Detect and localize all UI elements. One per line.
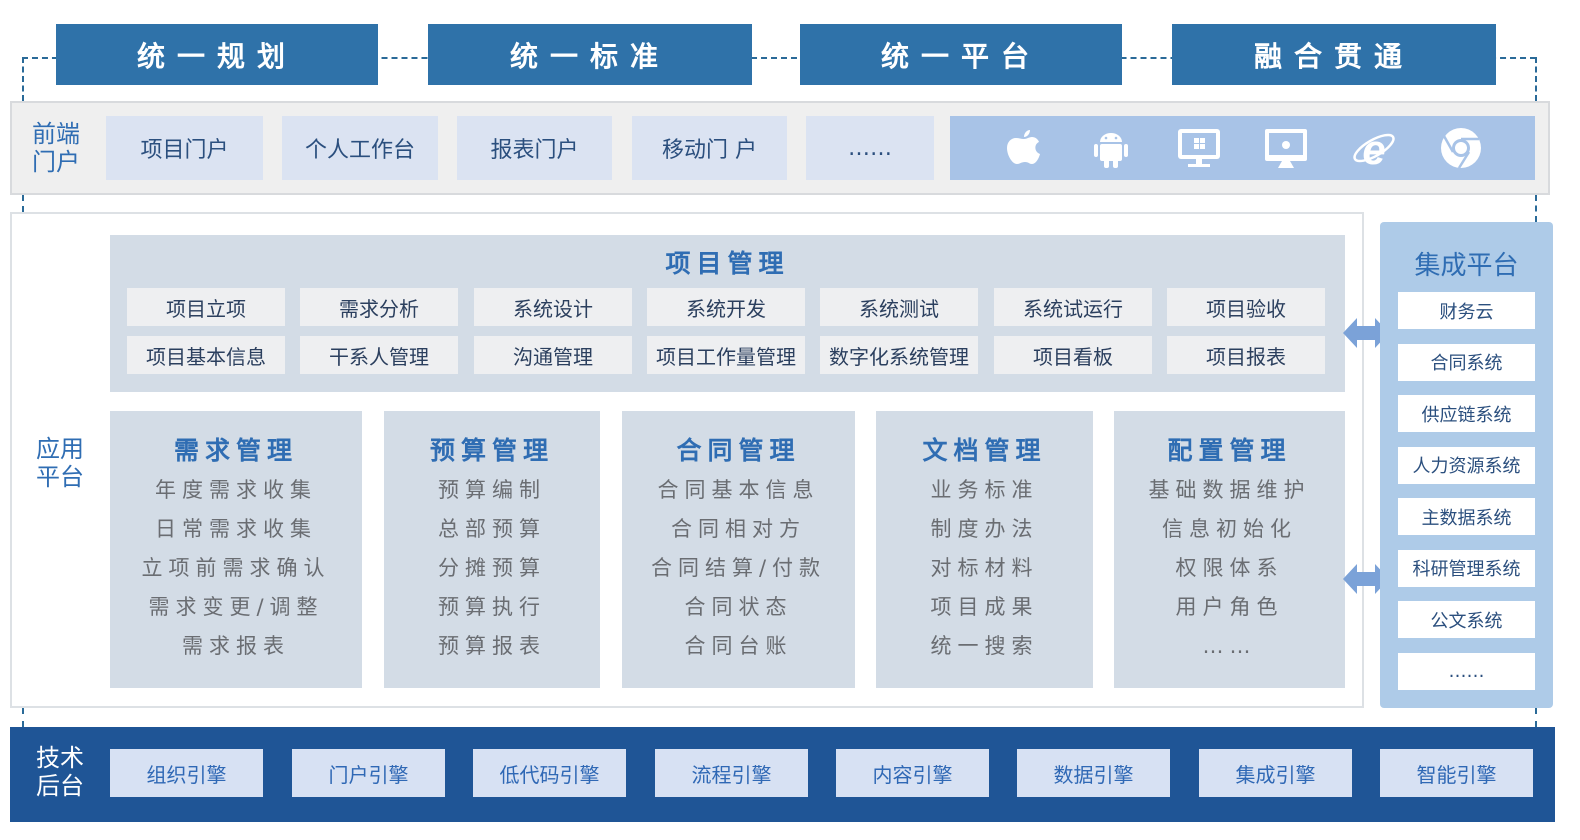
engine-item: 智能引擎 [1380,749,1533,797]
module-feature: 业务标准 [930,478,1039,502]
integration-system: 供应链系统 [1398,395,1535,432]
frontend-label: 前端门户 [32,120,80,176]
module-card: 预算管理预算编制总部预算分摊预算预算执行预算报表 [384,411,600,688]
platform-icon-bar: e [950,116,1535,180]
module-feature: 总部预算 [438,517,546,541]
module-feature: 立项前需求确认 [141,556,331,580]
module-feature: 合同状态 [684,595,793,619]
module-feature: 合同台账 [684,634,793,658]
project-function-row1: 需求分析 [300,288,458,326]
module-feature: 年度需求收集 [155,478,317,502]
module-card: 文档管理业务标准制度办法对标材料项目成果统一搜索 [876,411,1093,688]
connector-line [1535,57,1537,101]
integration-system: 财务云 [1398,292,1535,329]
engine-item: 低代码引擎 [473,749,626,797]
bidirectional-arrow-icon [1343,318,1389,348]
project-function-row1: 系统测试 [820,288,978,326]
integration-system: …… [1398,652,1535,690]
module-feature: 统一搜索 [930,634,1039,658]
module-title: 合同管理 [676,436,801,465]
connector-line [22,195,24,212]
module-feature: 日常需求收集 [155,517,317,541]
frontend-item: 报表门户 [457,116,612,180]
module-feature: 项目成果 [930,595,1039,619]
project-function-row2: 干系人管理 [300,336,458,374]
module-feature: 合同基本信息 [657,478,820,502]
engine-item: 内容引擎 [836,749,989,797]
module-feature: 基础数据维护 [1148,478,1311,502]
principle-banner: 统一平台 [800,24,1122,85]
integration-system: 科研管理系统 [1398,549,1535,587]
bidirectional-arrow-icon [1343,564,1389,594]
principle-banner: 统一标准 [428,24,752,85]
module-feature: 对标材料 [930,556,1039,580]
svg-text:e: e [1362,126,1385,172]
integration-system: 合同系统 [1398,343,1535,381]
module-title: 配置管理 [1167,436,1292,465]
ie-browser-icon: e [1353,126,1395,172]
module-feature: 预算报表 [438,634,546,658]
apple-icon [1006,130,1040,164]
engine-item: 数据引擎 [1017,749,1170,797]
project-function-row2: 项目基本信息 [127,336,285,374]
module-feature: 合同结算/付款 [650,556,827,580]
engine-item: 组织引擎 [110,749,263,797]
principle-banner: 统一规划 [56,24,378,85]
engine-item: 流程引擎 [655,749,808,797]
windows-desktop-icon [1177,129,1220,167]
connector-line [22,57,1536,59]
project-function-row2: 沟通管理 [474,336,632,374]
module-feature: 信息初始化 [1162,517,1297,541]
project-function-row1: 项目验收 [1167,288,1325,326]
frontend-item: 个人工作台 [282,116,438,180]
project-function-row1: 系统试运行 [994,288,1152,326]
module-feature: 预算执行 [438,595,546,619]
principle-banner: 融合贯通 [1172,24,1496,85]
android-icon [1094,133,1129,168]
module-card: 需求管理年度需求收集日常需求收集立项前需求确认需求变更/调整需求报表 [110,411,362,688]
integration-system: 公文系统 [1398,601,1535,638]
module-feature: 合同相对方 [671,517,806,541]
project-management-title: 项目管理 [665,249,790,278]
connector-line [1535,708,1537,727]
integration-system: 人力资源系统 [1398,446,1535,484]
project-function-row2: 数字化系统管理 [820,336,978,374]
module-feature: …… [1202,634,1257,658]
connector-line [22,57,24,101]
project-function-row1: 项目立项 [127,288,285,326]
module-feature: 用户角色 [1175,595,1284,619]
module-feature: 权限体系 [1175,556,1284,580]
integration-system: 主数据系统 [1398,498,1535,535]
project-function-row1: 系统设计 [474,288,632,326]
module-feature: 分摊预算 [438,556,546,580]
module-title: 文档管理 [922,436,1047,465]
module-feature: 需求报表 [182,634,290,658]
project-function-row1: 系统开发 [647,288,805,326]
module-feature: 制度办法 [930,517,1039,541]
module-feature: 预算编制 [438,478,546,502]
module-feature: 需求变更/调整 [148,595,324,619]
frontend-item: …… [806,116,934,180]
frontend-item: 移动门 户 [632,116,787,180]
project-function-row2: 项目报表 [1167,336,1325,374]
frontend-item: 项目门户 [106,116,263,180]
module-title: 预算管理 [429,436,554,465]
integration-title: 集成平台 [1414,251,1519,281]
chrome-browser-icon [1441,128,1482,169]
connector-line [1535,195,1537,222]
application-label: 应用平台 [36,435,84,491]
module-card: 配置管理基础数据维护信息初始化权限体系用户角色 …… [1114,411,1345,688]
module-card: 合同管理合同基本信息合同相对方合同结算/付款合同状态合同台账 [622,411,855,688]
backend-label: 技术后台 [36,744,84,800]
project-function-row2: 项目工作量管理 [647,336,805,374]
project-function-row2: 项目看板 [994,336,1152,374]
mac-desktop-icon [1265,129,1308,168]
engine-item: 集成引擎 [1199,749,1352,797]
connector-line [22,708,24,727]
engine-item: 门户引擎 [292,749,445,797]
module-title: 需求管理 [173,436,298,465]
